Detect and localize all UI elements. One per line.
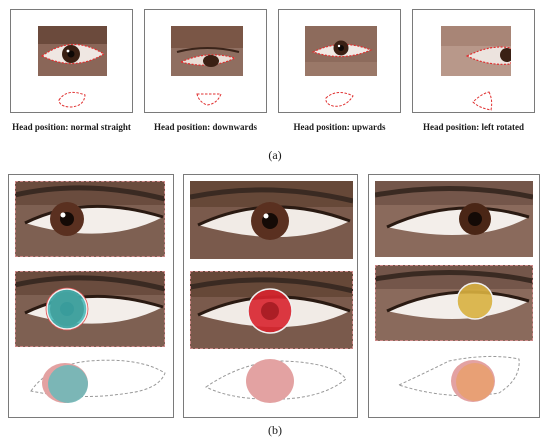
eye-photo-b3-top (375, 181, 533, 257)
eye-photo-b2-middle (190, 271, 353, 349)
dashed-frame-b3-middle (375, 265, 533, 341)
eye-outline-b1 (30, 359, 166, 403)
label-b: (b) (268, 423, 282, 437)
eye-photo-b2-top (190, 181, 353, 259)
eye-outline-b3 (397, 355, 520, 402)
dashed-frame-b2-middle (190, 271, 353, 349)
panel-a1 (10, 9, 133, 113)
panel-a3 (278, 9, 401, 113)
eye-photo-downwards (171, 26, 243, 76)
iris-overlay-b1 (45, 287, 89, 331)
label-a: (a) (268, 148, 282, 162)
caption-a2: Head position: downwards (153, 122, 258, 132)
eye-contour-upwards (325, 92, 354, 107)
dashed-frame-b1-top (15, 181, 165, 257)
panel-b1 (8, 174, 174, 418)
iris-overlay-b3 (456, 282, 494, 320)
eye-contour-left-rotated (472, 91, 493, 111)
caption-a3: Head position: upwards (293, 122, 386, 132)
eye-photo-left-rotated (441, 26, 511, 76)
panel-a2 (144, 9, 267, 113)
eye-photo-straight (38, 26, 107, 76)
panel-b3 (368, 174, 540, 418)
eye-contour-straight (58, 91, 86, 108)
caption-a1: Head position: normal straight (12, 122, 131, 132)
caption-a4: Head position: left rotated (422, 122, 525, 132)
eye-contour-downwards (196, 93, 222, 106)
eye-photo-b1-top (15, 181, 165, 257)
iris-overlay-b2 (247, 288, 293, 334)
eye-outline-b2 (205, 359, 347, 403)
eye-photo-upwards (305, 26, 377, 76)
panel-a4 (412, 9, 535, 113)
panel-b2 (183, 174, 358, 418)
dashed-frame-b1-middle (15, 271, 165, 347)
